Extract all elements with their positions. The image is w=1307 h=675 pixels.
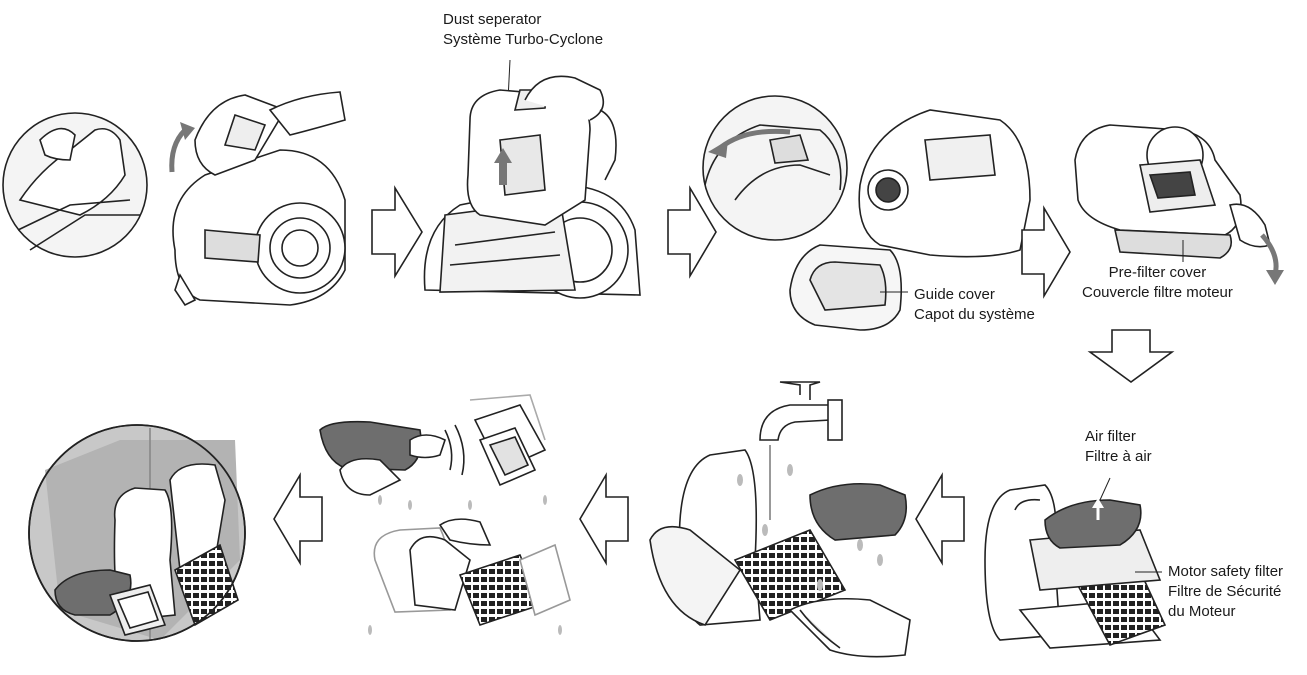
flow-arrows-bottom (273, 472, 965, 566)
air-filter (1044, 499, 1142, 549)
right-arrow (371, 185, 423, 279)
left-arrow (579, 472, 629, 566)
pull-arrow (1260, 233, 1279, 276)
step3-open-guide-cover (702, 95, 1031, 331)
label-motor-safety-filter-fr2: du Moteur (1168, 603, 1236, 620)
label-guide-cover: Guide cover Capot du système (914, 285, 1035, 325)
hand (524, 75, 605, 121)
hand (339, 457, 402, 496)
label-motor-safety-filter-fr1: Filtre de Sécurité (1168, 583, 1282, 600)
label-dust-separator: Dust seperator Système Turbo-Cyclone (443, 10, 603, 50)
label-pre-filter-cover: Pre-filter cover Couvercle filtre moteur (1082, 263, 1233, 303)
label-motor-safety-filter-en: Motor safety filter (1168, 563, 1284, 580)
hand (788, 598, 911, 658)
pre-filter-cover (1113, 229, 1233, 259)
left-arrow (273, 472, 323, 566)
air-filter (809, 482, 908, 541)
motor-safety-filter (174, 543, 239, 627)
left-arrow (915, 472, 965, 566)
right-arrow (667, 185, 717, 279)
label-dust-separator-fr: Système Turbo-Cyclone (443, 31, 604, 48)
step4-pre-filter-cover (1074, 124, 1284, 285)
hand (438, 518, 492, 546)
flow-arrows-top (371, 185, 1175, 383)
label-dust-separator-en: Dust seperator (443, 11, 542, 28)
label-pre-filter-cover-en: Pre-filter cover (1108, 264, 1207, 281)
label-pre-filter-cover-fr: Couvercle filtre moteur (1082, 284, 1233, 301)
step6-washing (649, 381, 911, 658)
step8-dry-shade (28, 424, 246, 642)
step1-open-lid (2, 91, 346, 307)
step7-shake-dry (319, 394, 571, 635)
label-guide-cover-fr: Capot du système (914, 306, 1035, 323)
right-arrow (1021, 205, 1071, 299)
label-air-filter-en: Air filter (1085, 428, 1136, 445)
hand (409, 434, 446, 459)
step2-remove-separator (423, 59, 641, 299)
step5-filters (984, 477, 1167, 649)
label-motor-safety-filter: Motor safety filter Filtre de Sécurité d… (1168, 562, 1283, 622)
down-arrow (1087, 329, 1175, 383)
water-tap (759, 404, 831, 441)
label-guide-cover-en: Guide cover (914, 286, 995, 303)
label-air-filter-fr: Filtre à air (1085, 448, 1152, 465)
label-air-filter: Air filter Filtre à air (1085, 427, 1152, 467)
hand (268, 91, 346, 136)
step3-zoom-circle (702, 95, 848, 241)
lift-arrow (169, 128, 187, 173)
